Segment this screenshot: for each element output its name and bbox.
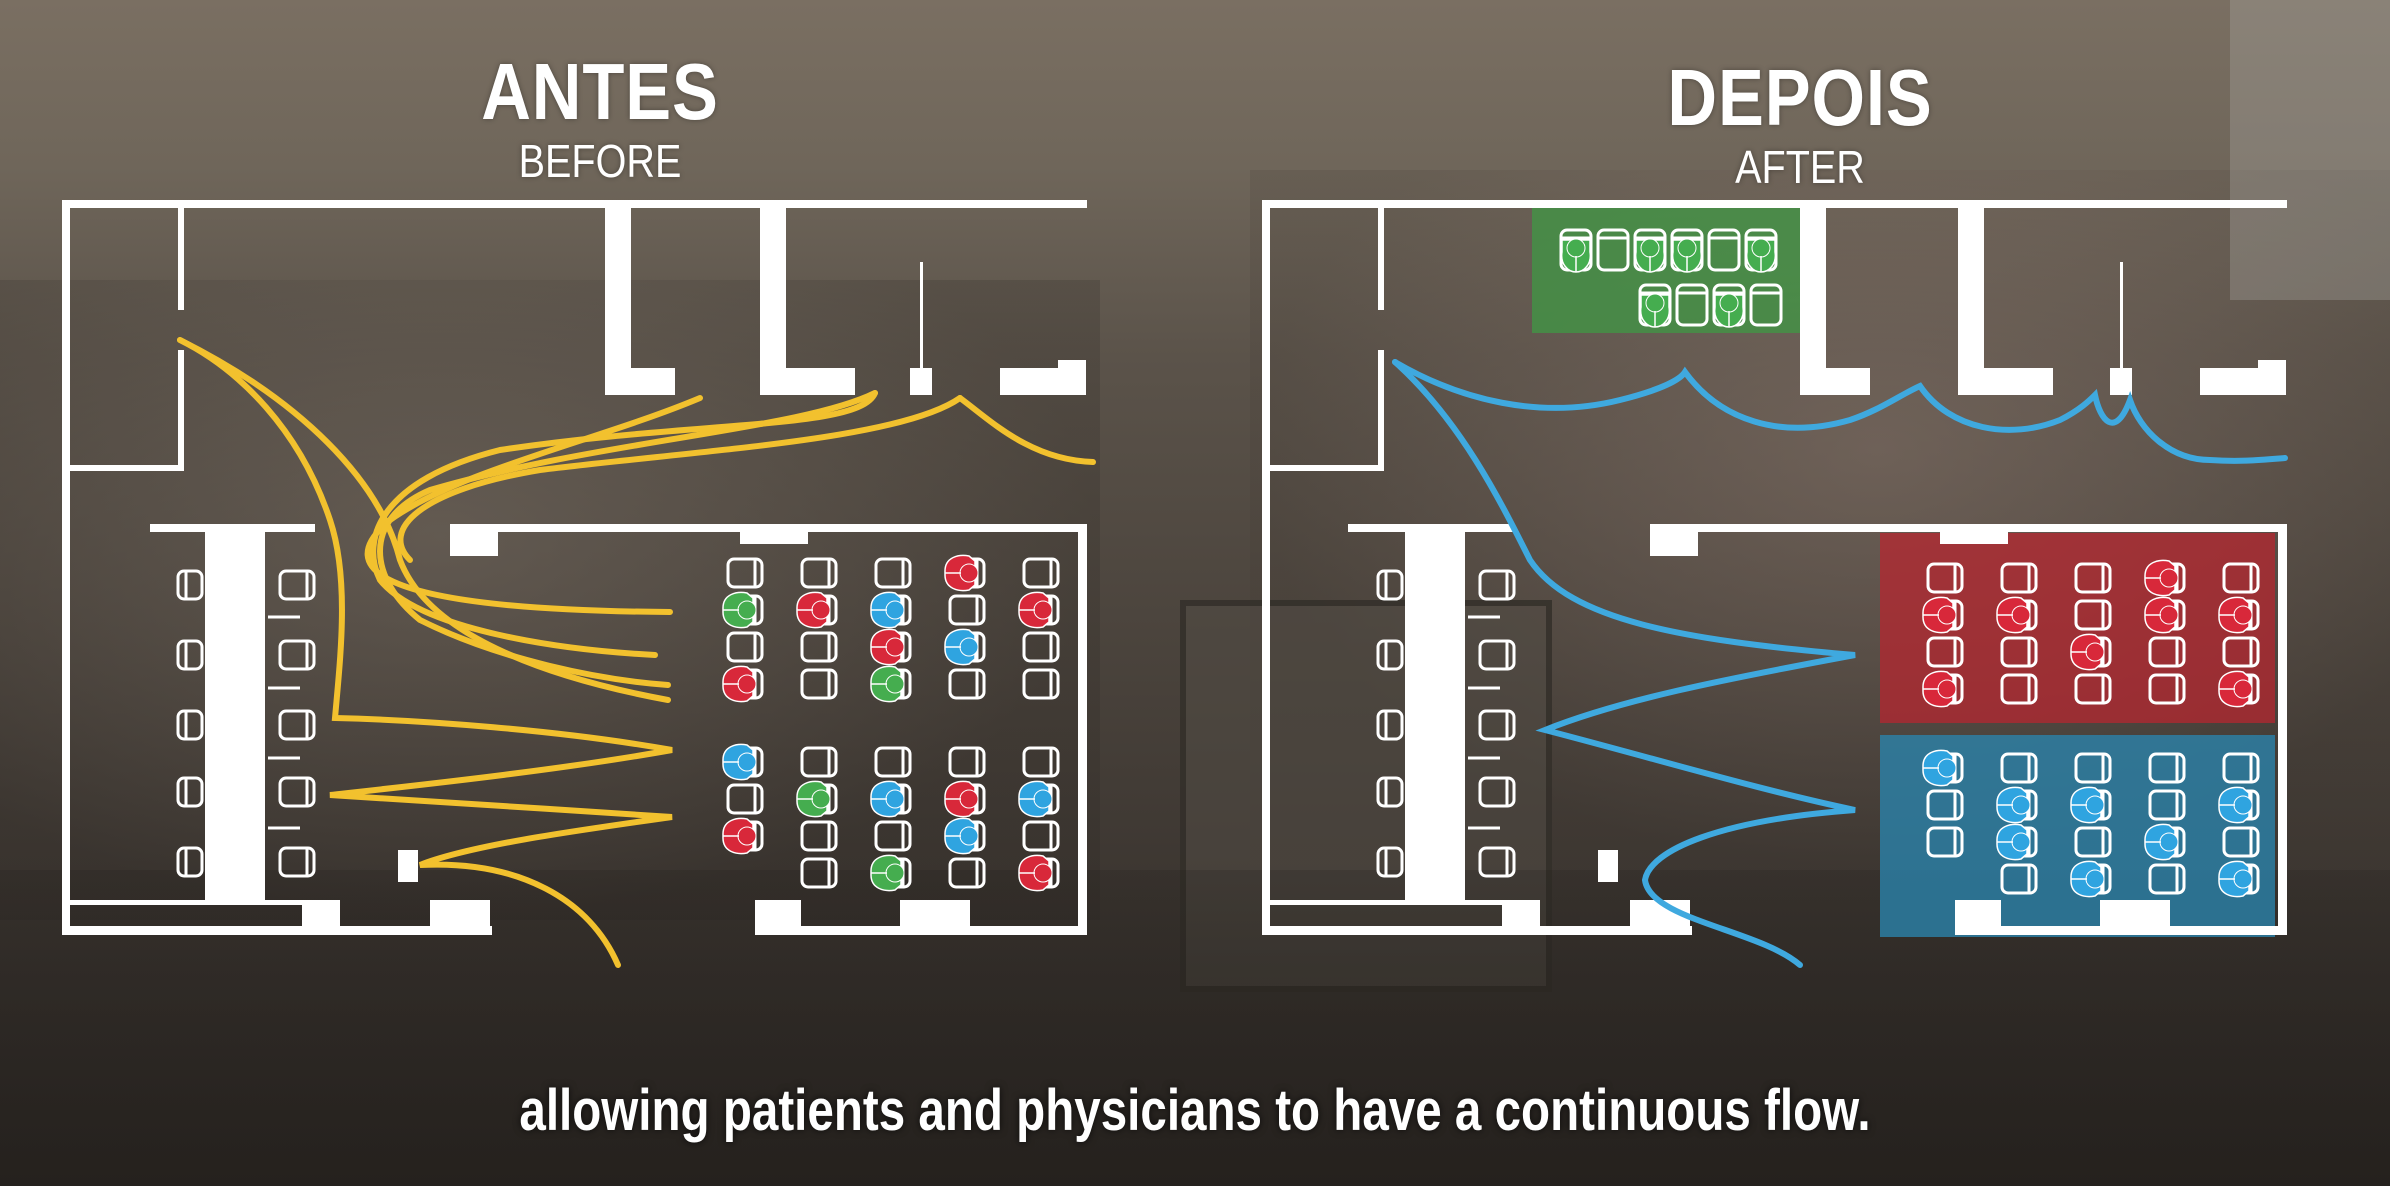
seated-patient-icon: [1922, 749, 1957, 787]
before-flow-lines: [177, 337, 1096, 968]
empty-seat-icon: [948, 857, 986, 889]
seated-patient-icon: [944, 628, 979, 666]
seated-patient-icon: [2218, 596, 2253, 634]
after-walls: [1262, 200, 2287, 935]
seated-patient-icon: [2218, 670, 2253, 708]
seated-patient-icon: [1671, 238, 1703, 273]
seated-patient-icon: [1713, 293, 1745, 328]
empty-seat-icon: [800, 857, 838, 889]
seated-patient-icon: [2070, 860, 2105, 898]
empty-seat-icon: [1022, 668, 1060, 700]
empty-seat-icon: [800, 557, 838, 589]
seated-patient-icon: [870, 628, 905, 666]
seated-patient-icon: [2144, 596, 2179, 634]
seated-patient-icon: [722, 665, 757, 703]
seated-patient-icon: [2070, 786, 2105, 824]
after-flow-lines: [1392, 359, 2288, 968]
heading-after-sub: AFTER: [1735, 141, 1865, 193]
seated-patient-icon: [1922, 670, 1957, 708]
empty-seat-icon: [1022, 631, 1060, 663]
seated-patient-icon: [944, 554, 979, 592]
seated-patient-icon: [2070, 633, 2105, 671]
seated-patient-icon: [796, 780, 831, 818]
seated-patient-icon: [2218, 786, 2253, 824]
seated-patient-icon: [1560, 238, 1592, 273]
seated-patient-icon: [2144, 823, 2179, 861]
empty-seat-icon: [874, 746, 912, 778]
before-waiting-seats: [722, 554, 1060, 892]
empty-seat-icon: [800, 746, 838, 778]
empty-seat-icon: [1022, 746, 1060, 778]
seated-patient-icon: [1634, 238, 1666, 273]
heading-before: ANTES BEFORE: [440, 47, 760, 187]
seated-patient-icon: [1996, 596, 2031, 634]
seated-patient-icon: [722, 591, 757, 629]
empty-seat-icon: [948, 746, 986, 778]
empty-seat-icon: [874, 557, 912, 589]
after-exam-chairs: [1376, 569, 1516, 878]
empty-seat-icon: [1022, 820, 1060, 852]
subtitle-caption: allowing patients and physicians to have…: [519, 1078, 1871, 1143]
empty-seat-icon: [1022, 557, 1060, 589]
seated-patient-icon: [1018, 854, 1053, 892]
empty-seat-icon: [800, 668, 838, 700]
seated-patient-icon: [722, 817, 757, 855]
seated-patient-icon: [722, 743, 757, 781]
before-exam-chairs: [176, 569, 316, 878]
seated-patient-icon: [1922, 596, 1957, 634]
seated-patient-icon: [1639, 293, 1671, 328]
empty-seat-icon: [948, 594, 986, 626]
empty-seat-icon: [948, 668, 986, 700]
after-floor-plan: [1262, 200, 2288, 968]
empty-seat-icon: [726, 783, 764, 815]
seated-patient-icon: [870, 854, 905, 892]
empty-seat-icon: [726, 557, 764, 589]
seated-patient-icon: [1996, 786, 2031, 824]
seated-patient-icon: [944, 780, 979, 818]
empty-seat-icon: [874, 820, 912, 852]
empty-seat-icon: [726, 631, 764, 663]
heading-before-sub: BEFORE: [518, 135, 682, 187]
seated-patient-icon: [1018, 780, 1053, 818]
seated-patient-icon: [944, 817, 979, 855]
before-walls: [62, 200, 1087, 935]
seated-patient-icon: [1996, 823, 2031, 861]
heading-before-main: ANTES: [481, 47, 719, 136]
seated-patient-icon: [796, 591, 831, 629]
seated-patient-icon: [2144, 559, 2179, 597]
heading-after: DEPOIS AFTER: [1620, 53, 1980, 193]
seated-patient-icon: [1745, 238, 1777, 273]
before-floor-plan: [62, 200, 1096, 968]
background-wall: [2230, 0, 2390, 300]
seated-patient-icon: [2218, 860, 2253, 898]
seated-patient-icon: [870, 780, 905, 818]
empty-seat-icon: [800, 631, 838, 663]
seated-patient-icon: [1018, 591, 1053, 629]
heading-after-main: DEPOIS: [1667, 53, 1933, 142]
seated-patient-icon: [870, 591, 905, 629]
empty-seat-icon: [800, 820, 838, 852]
seated-patient-icon: [870, 665, 905, 703]
